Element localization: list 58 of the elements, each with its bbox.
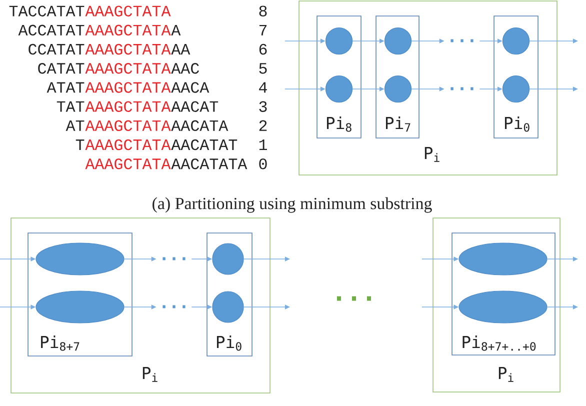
partition-box: Pi$_{0}$ xyxy=(494,16,538,138)
partition-box: Pi$_{8+7+..+0}$ xyxy=(452,232,556,356)
highlighted-substring: AAAGCTATA xyxy=(85,44,171,55)
highlighted-substring: AAAGCTATA xyxy=(85,24,171,36)
circle xyxy=(325,75,353,103)
highlighted-substring: AAAGCTATA xyxy=(85,120,171,132)
sequence-text: AACAT xyxy=(171,101,218,112)
circle xyxy=(384,27,412,55)
sequence-text: ATAT xyxy=(46,82,84,93)
highlighted-substring: AAAGCTATA xyxy=(85,139,171,150)
circle xyxy=(502,27,530,55)
ellipsis: ... xyxy=(450,87,474,90)
highlighted-substring: AAAGCTATA xyxy=(85,6,171,16)
circle xyxy=(384,75,412,103)
row-number: 2 xyxy=(259,120,267,131)
highlighted-substring: AAAGCTATA xyxy=(85,101,171,112)
row-number: 3 xyxy=(259,101,267,112)
highlighted-substring: AAAGCTATA xyxy=(85,63,171,74)
partition-box: Pi$_{8+7}$ xyxy=(28,232,132,356)
sequence-text: AACATATA xyxy=(171,158,248,170)
highlighted-substring: AAAGCTATA xyxy=(85,158,171,170)
ellipse xyxy=(36,290,124,324)
row-number: 7 xyxy=(259,24,267,36)
partition-box: Pi$_{0}$ xyxy=(206,232,252,356)
sequence-text: AACATA xyxy=(171,120,228,132)
ellipsis: ... xyxy=(336,296,372,301)
ellipsis: ... xyxy=(162,305,186,308)
circle xyxy=(502,75,530,103)
partition-box: Pi$_{7}$ xyxy=(376,16,420,138)
row-number: 4 xyxy=(259,82,267,93)
ellipse xyxy=(36,242,124,276)
sequence-text: AA xyxy=(171,44,190,54)
ellipse xyxy=(458,242,548,276)
row-number: 8 xyxy=(259,6,267,16)
circle xyxy=(325,27,353,55)
sequence-text: A xyxy=(171,24,181,36)
ellipse xyxy=(458,290,548,324)
sequence-text: ACCATAT xyxy=(18,24,84,36)
circle xyxy=(212,291,244,323)
caption: (a) Partitioning using minimum substring xyxy=(152,197,432,213)
sequence-text: CCATAT xyxy=(28,44,84,55)
sequence-text: TACCATAT xyxy=(9,6,84,16)
row-number: 0 xyxy=(259,158,267,170)
sequence-text: T xyxy=(76,140,84,150)
sequence-text: CATAT xyxy=(38,63,84,74)
sequence-text: AAC xyxy=(171,63,199,74)
partition-box: Pi$_{8}$ xyxy=(316,16,362,138)
circle xyxy=(212,243,244,275)
row-number: 1 xyxy=(259,140,267,150)
sequence-text: AACATAT xyxy=(171,139,238,150)
highlighted-substring: AAAGCTATA xyxy=(85,82,171,93)
sequence-text: AACA xyxy=(171,82,210,93)
row-number: 5 xyxy=(259,63,267,74)
sequence-text: AT xyxy=(66,120,84,131)
ellipsis: ... xyxy=(162,257,186,260)
sequence-text: TAT xyxy=(56,101,84,112)
row-number: 6 xyxy=(259,44,267,55)
ellipsis: ... xyxy=(450,39,474,42)
